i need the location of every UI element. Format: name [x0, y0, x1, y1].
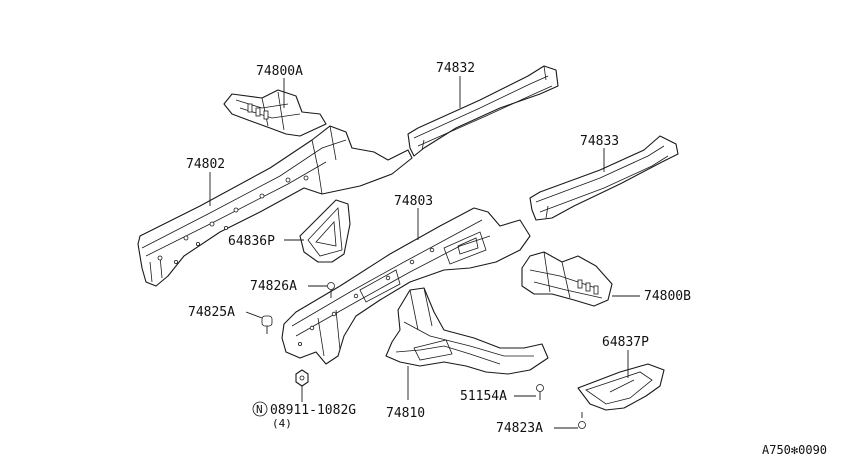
label-74800B: 74800B: [644, 289, 691, 304]
bolt-74826A: [327, 282, 335, 298]
part-74833-rail: [529, 135, 679, 221]
nut-symbol-letter: N: [256, 403, 263, 416]
circled-n-symbol: [252, 401, 268, 417]
nut-callout: N 08911-1082G (4): [252, 401, 356, 430]
label-74810: 74810: [386, 406, 425, 421]
part-74803-center-member: [281, 207, 531, 365]
label-74825A: 74825A: [188, 305, 235, 320]
label-nut-part: 08911-1082G: [270, 403, 356, 418]
part-74800B-bracket: [521, 251, 613, 307]
bolt-51154A: [536, 384, 544, 400]
label-74826A: 74826A: [250, 279, 297, 294]
part-64837P-gusset: [577, 363, 665, 411]
drawing-code: A750✻0090: [762, 443, 827, 457]
label-74832: 74832: [436, 61, 475, 76]
part-74800A-bracket: [223, 89, 327, 137]
part-74810-floor-pan: [385, 287, 549, 375]
label-74823A: 74823A: [496, 421, 543, 436]
part-74802-side-member: [137, 125, 413, 287]
label-74833: 74833: [580, 134, 619, 149]
leader-74825A: [245, 311, 263, 319]
label-64836P: 64836P: [228, 234, 275, 249]
part-64836P-gusset: [299, 199, 351, 263]
label-74802: 74802: [186, 157, 225, 172]
bolt-74825A: [261, 315, 273, 334]
bolt-74823A: [578, 412, 586, 429]
part-74832-rail: [407, 65, 559, 157]
label-74803: 74803: [394, 194, 433, 209]
label-nut-qty: (4): [272, 417, 292, 430]
nut-08911-1082G: [295, 369, 309, 387]
label-64837P: 64837P: [602, 335, 649, 350]
label-74800A: 74800A: [256, 64, 303, 79]
label-51154A: 51154A: [460, 389, 507, 404]
